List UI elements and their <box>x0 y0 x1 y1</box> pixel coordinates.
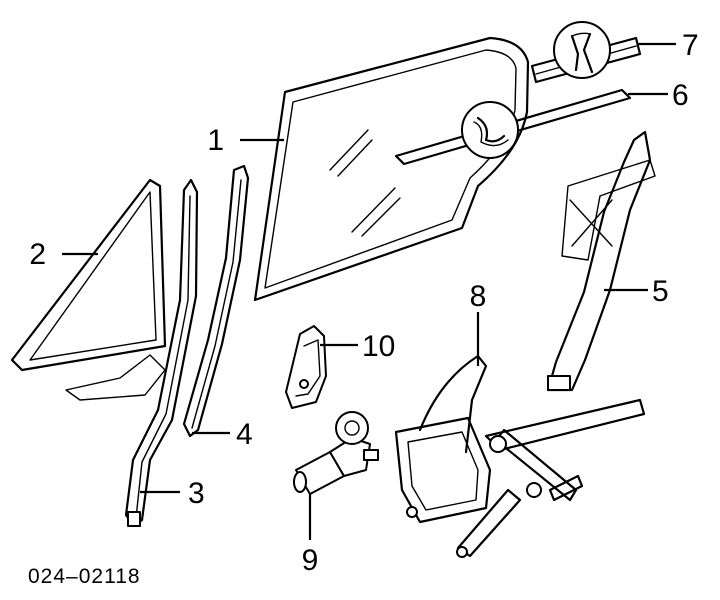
callout-1: 1 <box>207 124 224 157</box>
regulator-motor-part-9 <box>293 411 379 495</box>
callout-10: 10 <box>362 330 395 363</box>
upper-seal-part-7 <box>530 21 642 84</box>
front-channel-part-3 <box>124 178 199 528</box>
callout-3: 3 <box>188 477 205 510</box>
door-glass-part-1 <box>253 36 530 302</box>
callout-4: 4 <box>236 418 253 451</box>
vent-glass-part-2 <box>10 178 167 401</box>
callout-6: 6 <box>672 79 689 112</box>
callout-labels: 1 2 3 4 5 6 7 8 9 10 <box>29 29 698 577</box>
leader-lines <box>62 42 676 540</box>
bracket-part-10 <box>285 325 327 409</box>
callout-5: 5 <box>652 275 669 308</box>
window-regulator-part-8 <box>394 354 646 558</box>
belt-strip-part-6 <box>394 88 632 166</box>
callout-9: 9 <box>302 544 319 577</box>
diagram-reference-code: 024–02118 <box>28 565 141 588</box>
callout-8: 8 <box>470 280 487 313</box>
rear-channel-part-4 <box>182 164 250 438</box>
callout-2: 2 <box>29 238 46 271</box>
rear-guide-rail-part-5 <box>546 130 656 392</box>
callout-7: 7 <box>682 29 699 62</box>
